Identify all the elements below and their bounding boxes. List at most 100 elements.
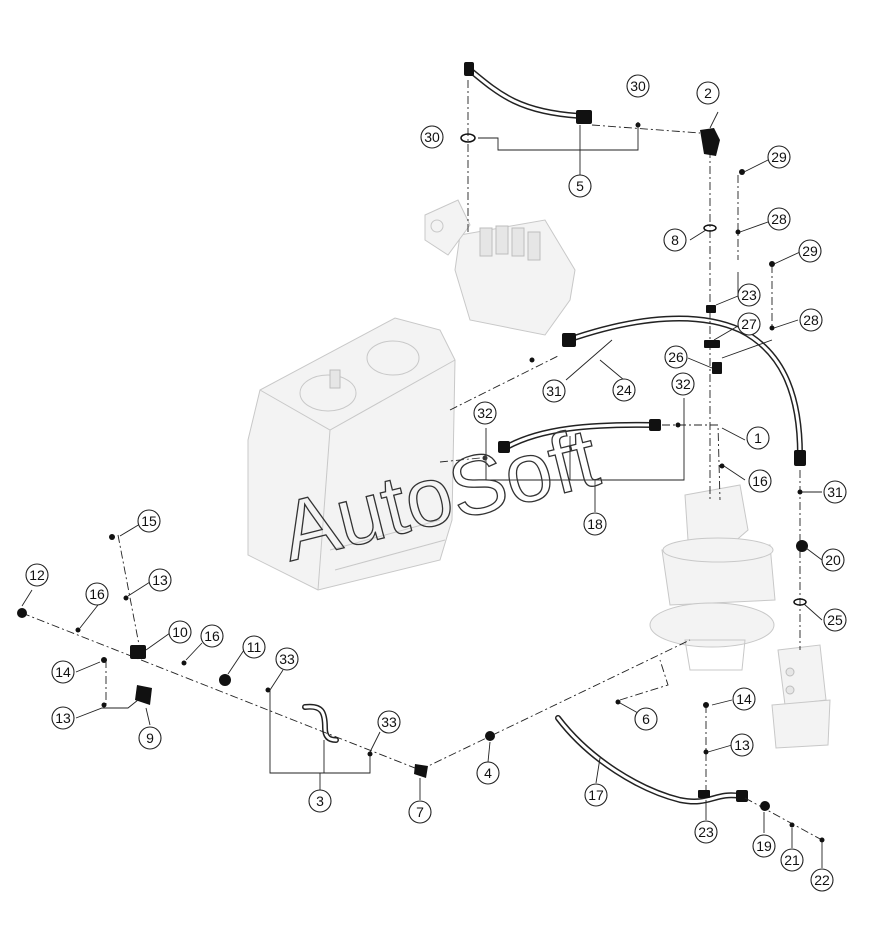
callout-23-lower: 23 <box>694 820 718 844</box>
callout-label: 11 <box>247 639 262 655</box>
callout-label: 14 <box>736 691 752 707</box>
callout-16-left: 16 <box>85 582 109 606</box>
hose-assembly-3 <box>302 703 339 743</box>
swivel-joint-ghost <box>771 644 831 749</box>
callout-label: 29 <box>771 149 787 165</box>
callout-label: 28 <box>803 312 819 328</box>
callout-label: 20 <box>825 552 841 568</box>
callout-22: 22 <box>810 868 834 892</box>
callout-7: 7 <box>408 800 432 824</box>
callout-32-right: 32 <box>671 372 695 396</box>
callout-1: 1 <box>746 426 770 450</box>
hose-assembly-18 <box>498 419 661 453</box>
callout-label: 29 <box>802 243 818 259</box>
callout-label: 9 <box>146 730 154 746</box>
callout-label: 26 <box>668 349 684 365</box>
callout-label: 7 <box>416 804 424 820</box>
callout-13-upper: 13 <box>148 568 172 592</box>
callout-label: 30 <box>424 129 440 145</box>
callout-14-right: 14 <box>732 687 756 711</box>
callout-label: 10 <box>172 624 188 640</box>
callout-label: 6 <box>642 711 650 727</box>
callout-20: 20 <box>821 548 845 572</box>
callout-23-upper: 23 <box>737 283 761 307</box>
hose-assembly-5 <box>464 62 592 124</box>
callout-31-upper: 31 <box>542 379 566 403</box>
callout-label: 23 <box>741 287 757 303</box>
callout-31-right: 31 <box>823 480 847 504</box>
callout-label: 21 <box>784 852 800 868</box>
callout-10: 10 <box>168 620 192 644</box>
callout-label: 19 <box>756 838 772 854</box>
hydraulic-tank-ghost <box>247 317 456 591</box>
callout-4: 4 <box>476 761 500 785</box>
callout-33-left: 33 <box>275 647 299 671</box>
callout-19: 19 <box>752 834 776 858</box>
callout-24: 24 <box>612 378 636 402</box>
callout-8: 8 <box>663 228 687 252</box>
callout-label: 28 <box>771 211 787 227</box>
callout-label: 31 <box>827 484 843 500</box>
callout-label: 5 <box>576 178 584 194</box>
callout-label: 22 <box>814 872 830 888</box>
callout-16-center: 16 <box>200 624 224 648</box>
callout-18: 18 <box>583 512 607 536</box>
callout-30-right: 30 <box>626 74 650 98</box>
callout-2: 2 <box>696 81 720 105</box>
callout-label: 18 <box>587 516 603 532</box>
callout-11: 11 <box>242 635 266 659</box>
callout-15: 15 <box>137 509 161 533</box>
callout-30-left: 30 <box>420 125 444 149</box>
leader-lines <box>21 111 823 868</box>
callout-label: 31 <box>546 383 562 399</box>
callout-9: 9 <box>138 726 162 750</box>
callout-label: 33 <box>279 651 295 667</box>
callout-label: 32 <box>675 376 691 392</box>
callout-25: 25 <box>823 608 847 632</box>
callout-label: 32 <box>477 405 493 421</box>
small-fittings <box>17 122 825 843</box>
callout-label: 17 <box>588 787 604 803</box>
callout-28-lower: 28 <box>799 308 823 332</box>
callout-3: 3 <box>308 789 332 813</box>
callout-label: 2 <box>704 85 712 101</box>
callout-16-right: 16 <box>748 469 772 493</box>
callout-label: 30 <box>630 78 646 94</box>
callout-label: 16 <box>752 473 768 489</box>
hose-assembly-17 <box>555 715 748 805</box>
callout-29-upper: 29 <box>767 145 791 169</box>
callout-13-lower-left: 13 <box>51 706 75 730</box>
callout-14-left: 14 <box>51 660 75 684</box>
callout-label: 14 <box>55 664 71 680</box>
callout-28-upper: 28 <box>767 207 791 231</box>
callout-label: 4 <box>484 765 492 781</box>
swing-motor-ghost <box>649 484 776 671</box>
callout-label: 3 <box>316 793 324 809</box>
callout-label: 16 <box>204 628 220 644</box>
callout-label: 13 <box>734 737 750 753</box>
callout-27: 27 <box>737 312 761 336</box>
control-valve-ghost <box>424 199 576 336</box>
callout-label: 27 <box>741 316 757 332</box>
callout-6: 6 <box>634 707 658 731</box>
callout-33-right: 33 <box>377 710 401 734</box>
callout-label: 12 <box>29 567 45 583</box>
callout-17: 17 <box>584 783 608 807</box>
callout-12: 12 <box>25 563 49 587</box>
callout-label: 33 <box>381 714 397 730</box>
callout-13-right: 13 <box>730 733 754 757</box>
callout-32-left: 32 <box>473 401 497 425</box>
callout-label: 16 <box>89 586 105 602</box>
callout-label: 8 <box>671 232 679 248</box>
callout-5: 5 <box>568 174 592 198</box>
callout-26: 26 <box>664 345 688 369</box>
callout-label: 15 <box>141 513 157 529</box>
callout-label: 24 <box>616 382 632 398</box>
assembly-centerlines <box>21 80 823 841</box>
callout-label: 1 <box>754 430 762 446</box>
callout-label: 13 <box>152 572 168 588</box>
callout-label: 25 <box>827 612 843 628</box>
callout-29-lower: 29 <box>798 239 822 263</box>
callout-21: 21 <box>780 848 804 872</box>
